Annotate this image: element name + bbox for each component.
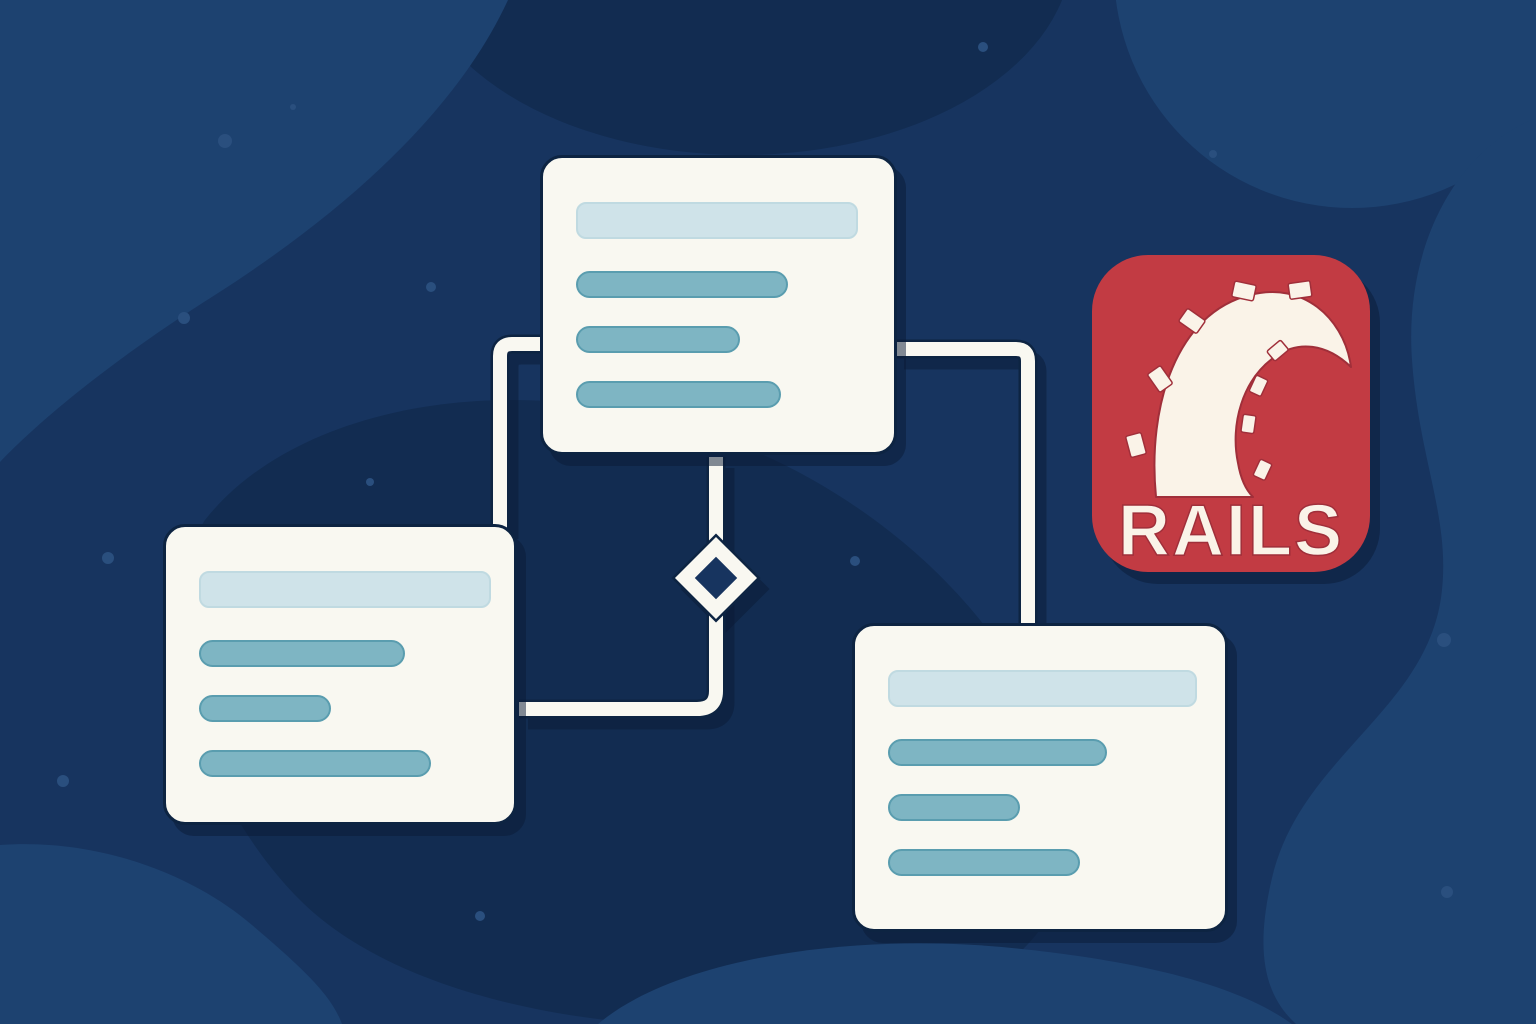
field-bar bbox=[576, 381, 781, 408]
rails-track-ties-icon bbox=[1125, 280, 1313, 481]
field-bar bbox=[576, 326, 740, 353]
diamond-junction bbox=[674, 536, 758, 620]
blob-light-bottomcenter bbox=[598, 943, 1292, 1024]
blob-light-topleft bbox=[0, 0, 508, 462]
table-header-bar bbox=[888, 670, 1197, 707]
background-dot bbox=[1209, 150, 1217, 158]
entity-card-top bbox=[540, 155, 897, 455]
field-bar bbox=[888, 849, 1080, 876]
background-dot bbox=[178, 312, 190, 324]
background-dot bbox=[475, 911, 485, 921]
background-dot bbox=[366, 478, 374, 486]
field-bar bbox=[199, 750, 431, 777]
blob-dark-top bbox=[422, 0, 1062, 155]
background-dot bbox=[850, 556, 860, 566]
background-dot bbox=[1437, 633, 1451, 647]
connector-top-to-bottom-outline bbox=[895, 339, 1038, 625]
connector-diamond-line bbox=[519, 457, 723, 716]
table-header-bar bbox=[199, 571, 491, 608]
background-dot bbox=[290, 104, 296, 110]
entity-card-left bbox=[163, 524, 517, 825]
rails-logo-art: RAILS bbox=[1117, 280, 1352, 572]
table-header-bar bbox=[576, 202, 858, 239]
rails-logo: RAILS bbox=[1092, 255, 1370, 572]
blob-light-bottomleft bbox=[0, 844, 342, 1024]
blob-light-right bbox=[1263, 118, 1536, 1024]
field-bar bbox=[888, 794, 1020, 821]
background-dot bbox=[1441, 886, 1453, 898]
blob-light-topright bbox=[1115, 0, 1536, 208]
background-dot bbox=[218, 134, 232, 148]
background-dots bbox=[57, 42, 1453, 921]
rails-wordmark: RAILS bbox=[1118, 491, 1344, 571]
field-bar bbox=[576, 271, 788, 298]
connector-lines bbox=[493, 337, 1035, 716]
background-dot bbox=[57, 775, 69, 787]
rails-wave-icon bbox=[1153, 291, 1352, 498]
entity-card-bottom bbox=[852, 623, 1228, 932]
background-dot bbox=[426, 282, 436, 292]
field-bar bbox=[199, 640, 405, 667]
field-bar bbox=[199, 695, 331, 722]
background-dot bbox=[978, 42, 988, 52]
background-dot bbox=[102, 552, 114, 564]
field-bar bbox=[888, 739, 1107, 766]
connector-top-to-left bbox=[493, 337, 540, 528]
connector-top-to-bottom bbox=[895, 342, 1035, 625]
